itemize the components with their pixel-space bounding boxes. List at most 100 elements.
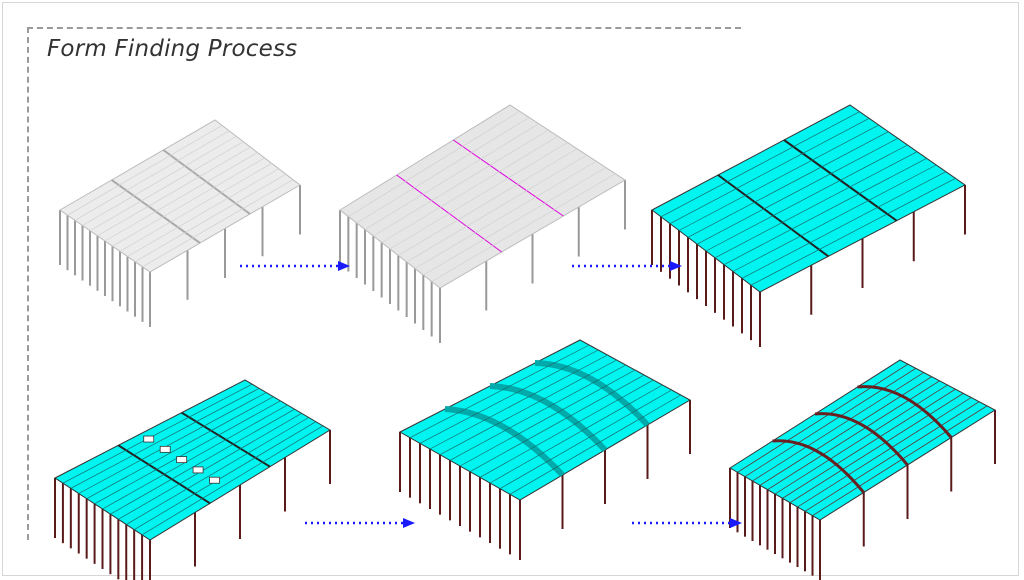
- bay-line: [141, 425, 324, 536]
- dashed-divider-left: [27, 27, 29, 540]
- process-arrow: [305, 518, 415, 528]
- arrow-head-icon: [730, 518, 742, 528]
- bay-line: [62, 383, 253, 484]
- vault-ridge: [534, 360, 650, 428]
- bay-line: [86, 396, 274, 499]
- bay-line: [423, 167, 607, 276]
- process-arrow: [240, 261, 350, 271]
- bay-line: [741, 171, 946, 279]
- render-mesh-analysis: [729, 359, 997, 580]
- bay-line: [381, 135, 559, 243]
- bay-line: [479, 379, 654, 478]
- bay-line: [804, 401, 980, 512]
- bay-line: [389, 142, 568, 250]
- bay-line: [118, 413, 302, 520]
- bay-line: [78, 392, 267, 494]
- bay-line: [94, 400, 281, 505]
- bay-line: [752, 372, 924, 482]
- roof-surface: [339, 104, 626, 289]
- bay-line: [469, 374, 645, 472]
- vault-ridge: [814, 412, 909, 466]
- bay-line: [67, 125, 223, 216]
- bay-line: [714, 151, 918, 259]
- bay-line: [678, 124, 879, 231]
- bay-line: [459, 369, 636, 467]
- bay-line: [774, 384, 948, 495]
- bay-line: [723, 158, 927, 265]
- render-base-model: [59, 119, 301, 327]
- bay-line: [142, 179, 294, 268]
- arrow-head-icon: [403, 518, 415, 528]
- bay-line: [127, 168, 279, 257]
- bay-line: [732, 164, 937, 272]
- render-surface-mesh: [651, 104, 966, 347]
- bay-line: [687, 131, 889, 238]
- bay-line: [348, 110, 520, 217]
- render-boundary-definition: [339, 104, 626, 343]
- bay-line: [74, 130, 230, 221]
- bay-line: [97, 146, 251, 237]
- bay-line: [782, 388, 956, 499]
- bay-line: [364, 123, 539, 230]
- bay-line: [82, 135, 237, 226]
- bay-line: [133, 421, 317, 530]
- arrow-head-icon: [670, 261, 682, 271]
- bay-line: [429, 354, 608, 450]
- bay-line: [737, 363, 909, 473]
- bay-line: [744, 368, 917, 477]
- bay-line: [112, 157, 265, 247]
- bay-line: [696, 138, 899, 245]
- vault-ridge: [857, 385, 953, 439]
- bay-line: [489, 384, 663, 484]
- roof-opening: [192, 466, 204, 474]
- bay-line: [70, 388, 260, 489]
- bay-line: [499, 389, 672, 489]
- bay-line: [812, 405, 988, 516]
- vault-ridge: [489, 383, 608, 453]
- roof-opening: [209, 476, 220, 484]
- bay-line: [705, 144, 908, 252]
- bay-line: [797, 397, 972, 508]
- bay-line: [449, 364, 627, 461]
- dashed-divider-top: [27, 27, 741, 29]
- bay-line: [126, 417, 309, 525]
- roof-opening: [143, 435, 155, 443]
- bay-line: [104, 152, 258, 242]
- page-title: Form Finding Process: [47, 36, 298, 62]
- vault-ridge: [772, 439, 865, 494]
- render-form-found-shell: [398, 339, 692, 560]
- bay-line: [398, 148, 578, 256]
- render-openings: [54, 379, 331, 580]
- bay-line: [134, 173, 287, 262]
- process-arrow: [572, 261, 682, 271]
- bay-line: [509, 394, 682, 495]
- bay-line: [414, 160, 597, 269]
- arrow-head-icon: [338, 261, 350, 271]
- process-arrow: [632, 518, 742, 528]
- roof-opening: [159, 445, 171, 453]
- bay-line: [409, 344, 590, 438]
- bay-line: [373, 129, 549, 237]
- bay-line: [431, 173, 616, 282]
- bay-line: [406, 154, 587, 263]
- bay-line: [102, 404, 288, 510]
- bay-line: [356, 117, 530, 224]
- roof-surface: [54, 379, 331, 541]
- bay-line: [439, 359, 617, 455]
- bay-line: [89, 141, 244, 231]
- bay-line: [789, 393, 964, 503]
- vault-ridge: [444, 406, 565, 478]
- bay-line: [110, 408, 295, 515]
- bay-line: [767, 380, 940, 490]
- bay-line: [119, 163, 272, 252]
- roof-surface: [729, 359, 997, 521]
- bay-line: [669, 118, 870, 224]
- bay-line: [660, 111, 860, 218]
- roof-surface: [651, 104, 966, 293]
- bay-line: [759, 376, 932, 486]
- roof-opening: [176, 456, 188, 464]
- bay-line: [750, 178, 956, 286]
